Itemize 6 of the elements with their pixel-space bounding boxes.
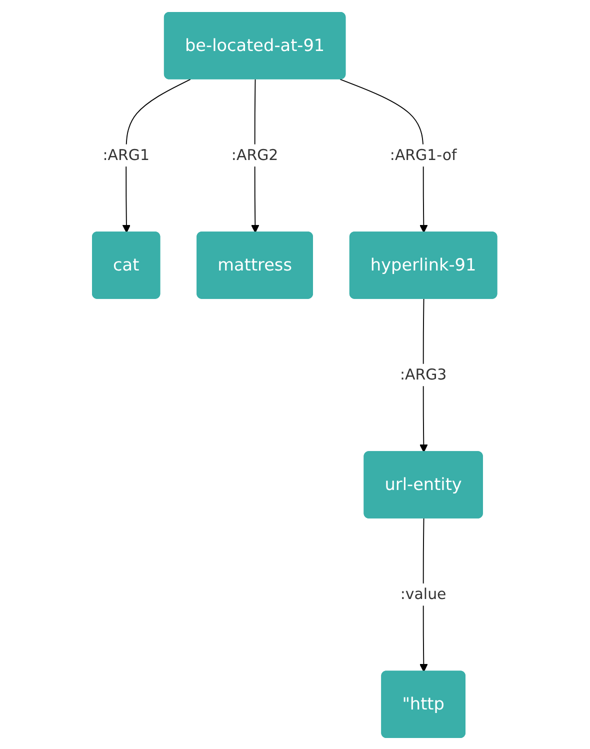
arrow xyxy=(340,78,428,232)
edge-label: :ARG1-of xyxy=(390,146,458,164)
edge-label: :ARG3 xyxy=(400,365,448,383)
edge-label: :ARG1 xyxy=(103,146,150,164)
edge-label: :value xyxy=(400,584,447,602)
edge-label: :ARG2 xyxy=(232,146,279,164)
